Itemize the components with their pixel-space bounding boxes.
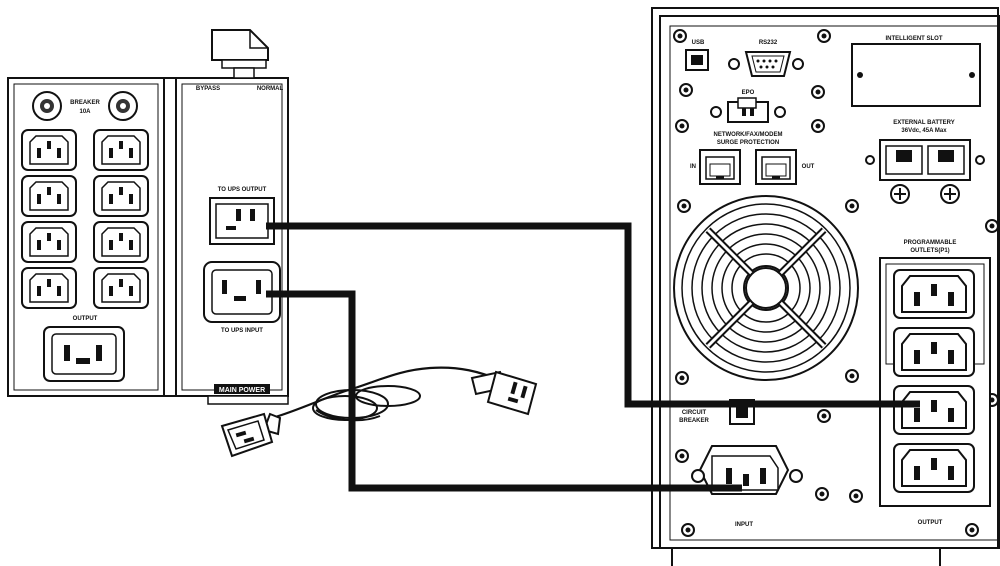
surge-protection-label: SURGE PROTECTION [717, 140, 779, 146]
bypass-c19-outlet[interactable] [43, 326, 125, 382]
screw [679, 83, 693, 97]
bypass-switch-label: BYPASS [196, 86, 220, 92]
external-battery-label: EXTERNAL BATTERY [893, 120, 955, 126]
bypass-c13-outlet[interactable] [93, 267, 149, 309]
bypass-output-outlets [21, 129, 149, 309]
breaker-rating: 10A [79, 109, 91, 115]
epo-label: EPO [742, 90, 755, 96]
bypass-c13-outlet[interactable] [93, 221, 149, 263]
to-ups-output-inlet[interactable] [209, 197, 275, 245]
network-out-port[interactable] [755, 149, 797, 185]
cooling-fan [673, 195, 859, 381]
intelligent-slot-label: INTELLIGENT SLOT [886, 36, 943, 42]
screw [815, 487, 829, 501]
to-ups-output-label: TO UPS OUTPUT [218, 187, 267, 193]
ups-input-inlet[interactable] [691, 445, 803, 495]
screw [675, 119, 689, 133]
screw [811, 119, 825, 133]
intelligent-slot[interactable] [851, 43, 981, 107]
main-power-label: MAIN POWER [219, 387, 265, 394]
cable-bypass-to-ups-output [266, 222, 920, 408]
cord-connector-c19[interactable] [470, 370, 538, 416]
breaker-label: BREAKER [70, 100, 100, 106]
screw [673, 29, 687, 43]
cable-bypass-to-ups-input [266, 290, 742, 492]
bypass-c13-outlet[interactable] [21, 221, 77, 263]
external-battery-rating: 36Vdc, 45A Max [901, 128, 947, 134]
network-label: NETWORK/FAX/MODEM [714, 132, 783, 138]
screw [817, 29, 831, 43]
ups-rear-panel: USB RS232 INTELLIGENT SLOT EPO [651, 7, 1000, 566]
screw [811, 85, 825, 99]
normal-switch-label: NORMAL [257, 86, 284, 92]
screw [849, 489, 863, 503]
power-cord [220, 366, 538, 458]
breaker-knob-2[interactable] [108, 91, 138, 121]
bypass-c13-outlet[interactable] [93, 129, 149, 171]
screw [675, 371, 689, 385]
programmable-outlets-group: OUTLETS(P1) [910, 248, 949, 254]
main-power-badge [214, 384, 270, 394]
ups-input-label: INPUT [735, 522, 753, 528]
programmable-outlets-label: PROGRAMMABLE [904, 240, 957, 246]
ups-c13-outlet[interactable] [893, 327, 975, 377]
circuit-breaker-label-2: BREAKER [679, 418, 709, 424]
screw [817, 409, 831, 423]
external-battery-connector[interactable] [865, 139, 985, 204]
usb-label: USB [692, 40, 705, 46]
bypass-normal-switch[interactable] [211, 29, 269, 79]
rs232-label: RS232 [759, 40, 778, 46]
screw [845, 369, 859, 383]
circuit-breaker-label: CIRCUIT [682, 410, 707, 416]
rs232-port[interactable] [728, 51, 804, 77]
cord-plug-c20[interactable] [220, 412, 282, 458]
bypass-c13-outlet[interactable] [21, 267, 77, 309]
network-in-label: IN [690, 164, 696, 170]
epo-connector[interactable] [710, 97, 786, 123]
screw [845, 199, 859, 213]
ups-output-label: OUTPUT [918, 520, 943, 526]
screw [965, 523, 979, 537]
ups-screws [673, 29, 999, 537]
network-in-port[interactable] [699, 149, 741, 185]
breaker-knob-1[interactable] [32, 91, 62, 121]
screw [675, 449, 689, 463]
bypass-output-label: OUTPUT [73, 316, 98, 322]
bypass-c13-outlet[interactable] [93, 175, 149, 217]
wiring [266, 222, 920, 492]
screw [677, 199, 691, 213]
bypass-c13-outlet[interactable] [21, 175, 77, 217]
ups-c13-outlet[interactable] [893, 385, 975, 435]
to-ups-input-label: TO UPS INPUT [221, 328, 263, 334]
bypass-c13-outlet[interactable] [21, 129, 77, 171]
ups-output-outlets [893, 269, 975, 493]
screw [681, 523, 695, 537]
ups-c13-outlet[interactable] [893, 269, 975, 319]
bypass-unit: BREAKER 10A OUTPUT BYPASS NORMAL TO UPS … [7, 29, 289, 405]
network-out-label: OUT [802, 164, 815, 170]
usb-port[interactable] [685, 49, 709, 71]
ups-c13-outlet[interactable] [893, 443, 975, 493]
screw [985, 219, 999, 233]
